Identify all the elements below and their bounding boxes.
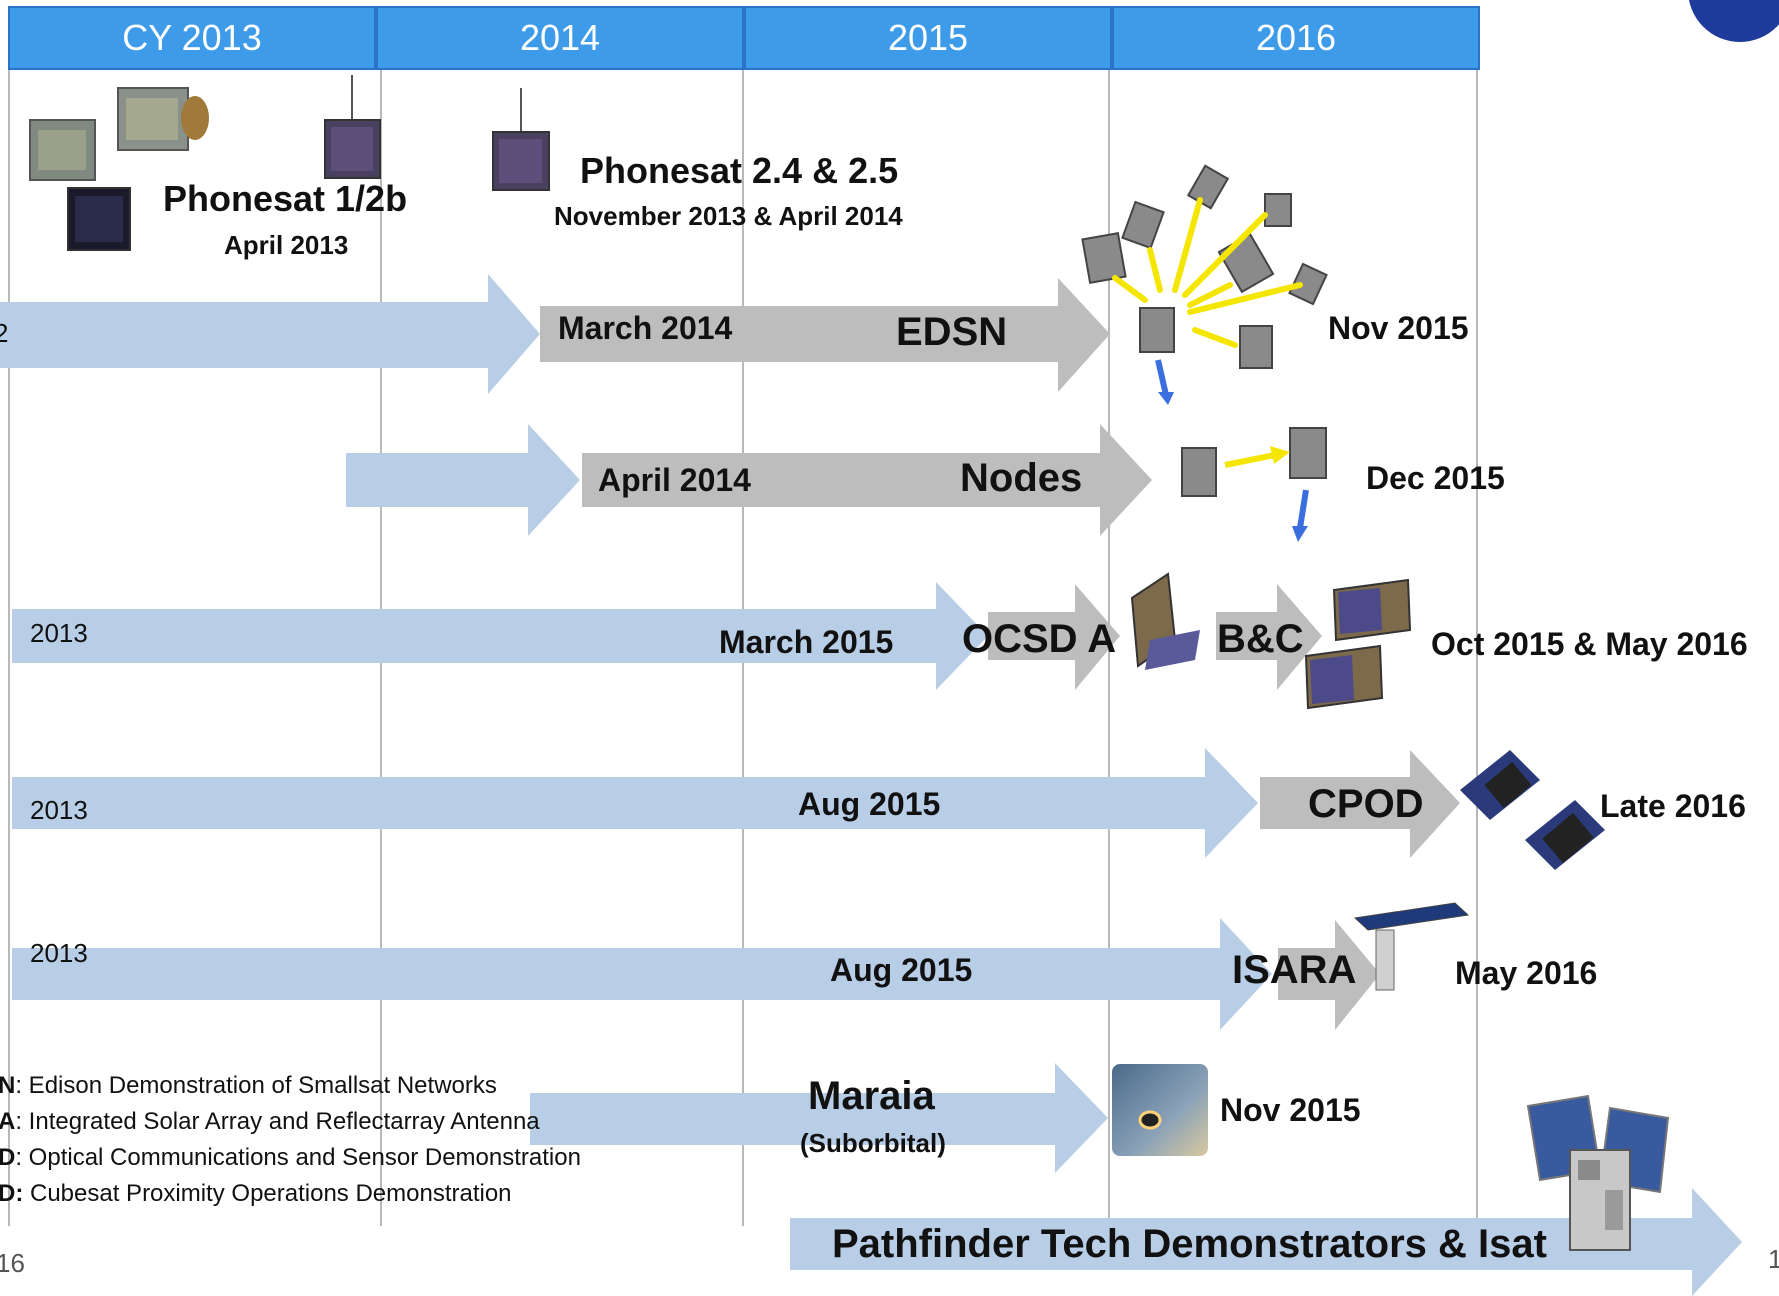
legend-text: : Optical Communications and Sensor Demo… [15, 1144, 581, 1171]
maraia-launch-date: Nov 2015 [1220, 1092, 1361, 1128]
isat-satellite-icon [1526, 1094, 1670, 1251]
year-label: CY 2013 [122, 17, 262, 58]
legend-item: D: Optical Communications and Sensor Dem… [0, 1144, 581, 1172]
edsn-gray-arrow [540, 278, 1110, 392]
maraia-capsule-icon [1112, 1064, 1208, 1156]
year-header-2015: 2015 [744, 6, 1112, 70]
nodes-start-date: April 2014 [598, 462, 751, 498]
legend-abbr: N [0, 1072, 16, 1099]
edsn-start-date: March 2014 [558, 310, 733, 346]
nodes-blue-arrow [346, 424, 580, 536]
cpod-name: CPOD [1308, 782, 1424, 826]
ocsd-milestone-date: March 2015 [719, 624, 894, 660]
phonesat-cube-icon [492, 88, 550, 191]
column-divider [1476, 70, 1478, 1226]
legend-text: : Edison Demonstration of Smallsat Netwo… [15, 1072, 497, 1099]
ocsd-satellite-icon [1130, 572, 1412, 710]
cpod-gray-arrow [1260, 750, 1460, 858]
legend-text: : Integrated Solar Array and Reflectarra… [15, 1108, 540, 1135]
year-header-2016: 2016 [1112, 6, 1480, 70]
nodes-satellite-icon [1181, 427, 1327, 542]
ocsd-a-name: OCSD A [962, 617, 1117, 661]
phonesat1-title: Phonesat 1/2b [163, 178, 408, 219]
ocsd-gray-arrow-bc [1216, 584, 1322, 690]
page-number-right: 1 [1768, 1244, 1779, 1274]
legend-abbr: D [0, 1144, 16, 1171]
cpod-blue-arrow [12, 748, 1258, 858]
isara-blue-arrow [12, 918, 1272, 1030]
edsn-swarm-icon [1081, 164, 1328, 405]
pathfinder-label: Pathfinder Tech Demonstrators & Isat [832, 1222, 1547, 1266]
year-header-2014: 2014 [376, 6, 744, 70]
legend-item: N: Edison Demonstration of Smallsat Netw… [0, 1072, 497, 1100]
cpod-launch-date: Late 2016 [1600, 788, 1746, 824]
maraia-subtitle: (Suborbital) [800, 1128, 946, 1158]
edsn-start-fragment: 2 [0, 318, 9, 348]
isara-launch-date: May 2016 [1455, 955, 1598, 991]
nodes-gray-arrow [582, 424, 1152, 536]
legend-item: A: Integrated Solar Array and Reflectarr… [0, 1108, 540, 1136]
maraia-blue-arrow [530, 1063, 1108, 1173]
legend-item: D: Cubesat Proximity Operations Demonstr… [0, 1180, 512, 1208]
edsn-launch-date: Nov 2015 [1328, 310, 1469, 346]
isara-satellite-icon [1353, 902, 1470, 991]
ocsd-blue-arrow [12, 582, 988, 690]
edsn-name: EDSN [896, 310, 1008, 354]
isara-milestone-date: Aug 2015 [830, 952, 973, 988]
cpod-satellite-icon [1460, 750, 1605, 870]
isara-gray-arrow [1278, 920, 1380, 1030]
phonesat-cube-icon [29, 75, 381, 251]
pathfinder-arrow [790, 1188, 1742, 1296]
year-header-2013: CY 2013 [8, 6, 376, 70]
logo-globe-icon [1688, 0, 1779, 42]
cpod-milestone-date: Aug 2015 [798, 786, 941, 822]
year-label: 2015 [887, 17, 969, 58]
year-label: 2016 [1255, 17, 1337, 58]
legend-abbr: D: [0, 1180, 24, 1207]
ocsd-launch-date: Oct 2015 & May 2016 [1431, 626, 1748, 662]
column-divider [8, 70, 10, 1226]
legend-abbr: A [0, 1108, 16, 1135]
ocsd-start-year: 2013 [30, 618, 88, 648]
nodes-name: Nodes [960, 456, 1083, 500]
isara-start-year: 2013 [30, 938, 88, 968]
cpod-start-year: 2013 [30, 795, 88, 825]
page-number-left: 16 [0, 1248, 25, 1278]
phonesat2-title: Phonesat 2.4 & 2.5 [580, 150, 899, 191]
ocsd-gray-arrow-a [988, 584, 1120, 690]
legend-text: Cubesat Proximity Operations Demonstrati… [23, 1180, 512, 1207]
edsn-blue-arrow [0, 274, 540, 394]
ocsd-bc-name: B&C [1217, 617, 1304, 661]
isara-name: ISARA [1232, 948, 1357, 992]
phonesat2-date: November 2013 & April 2014 [554, 201, 903, 231]
maraia-name: Maraia [808, 1074, 935, 1118]
phonesat1-date: April 2013 [224, 230, 349, 260]
year-label: 2014 [519, 17, 601, 58]
nodes-launch-date: Dec 2015 [1366, 460, 1505, 496]
